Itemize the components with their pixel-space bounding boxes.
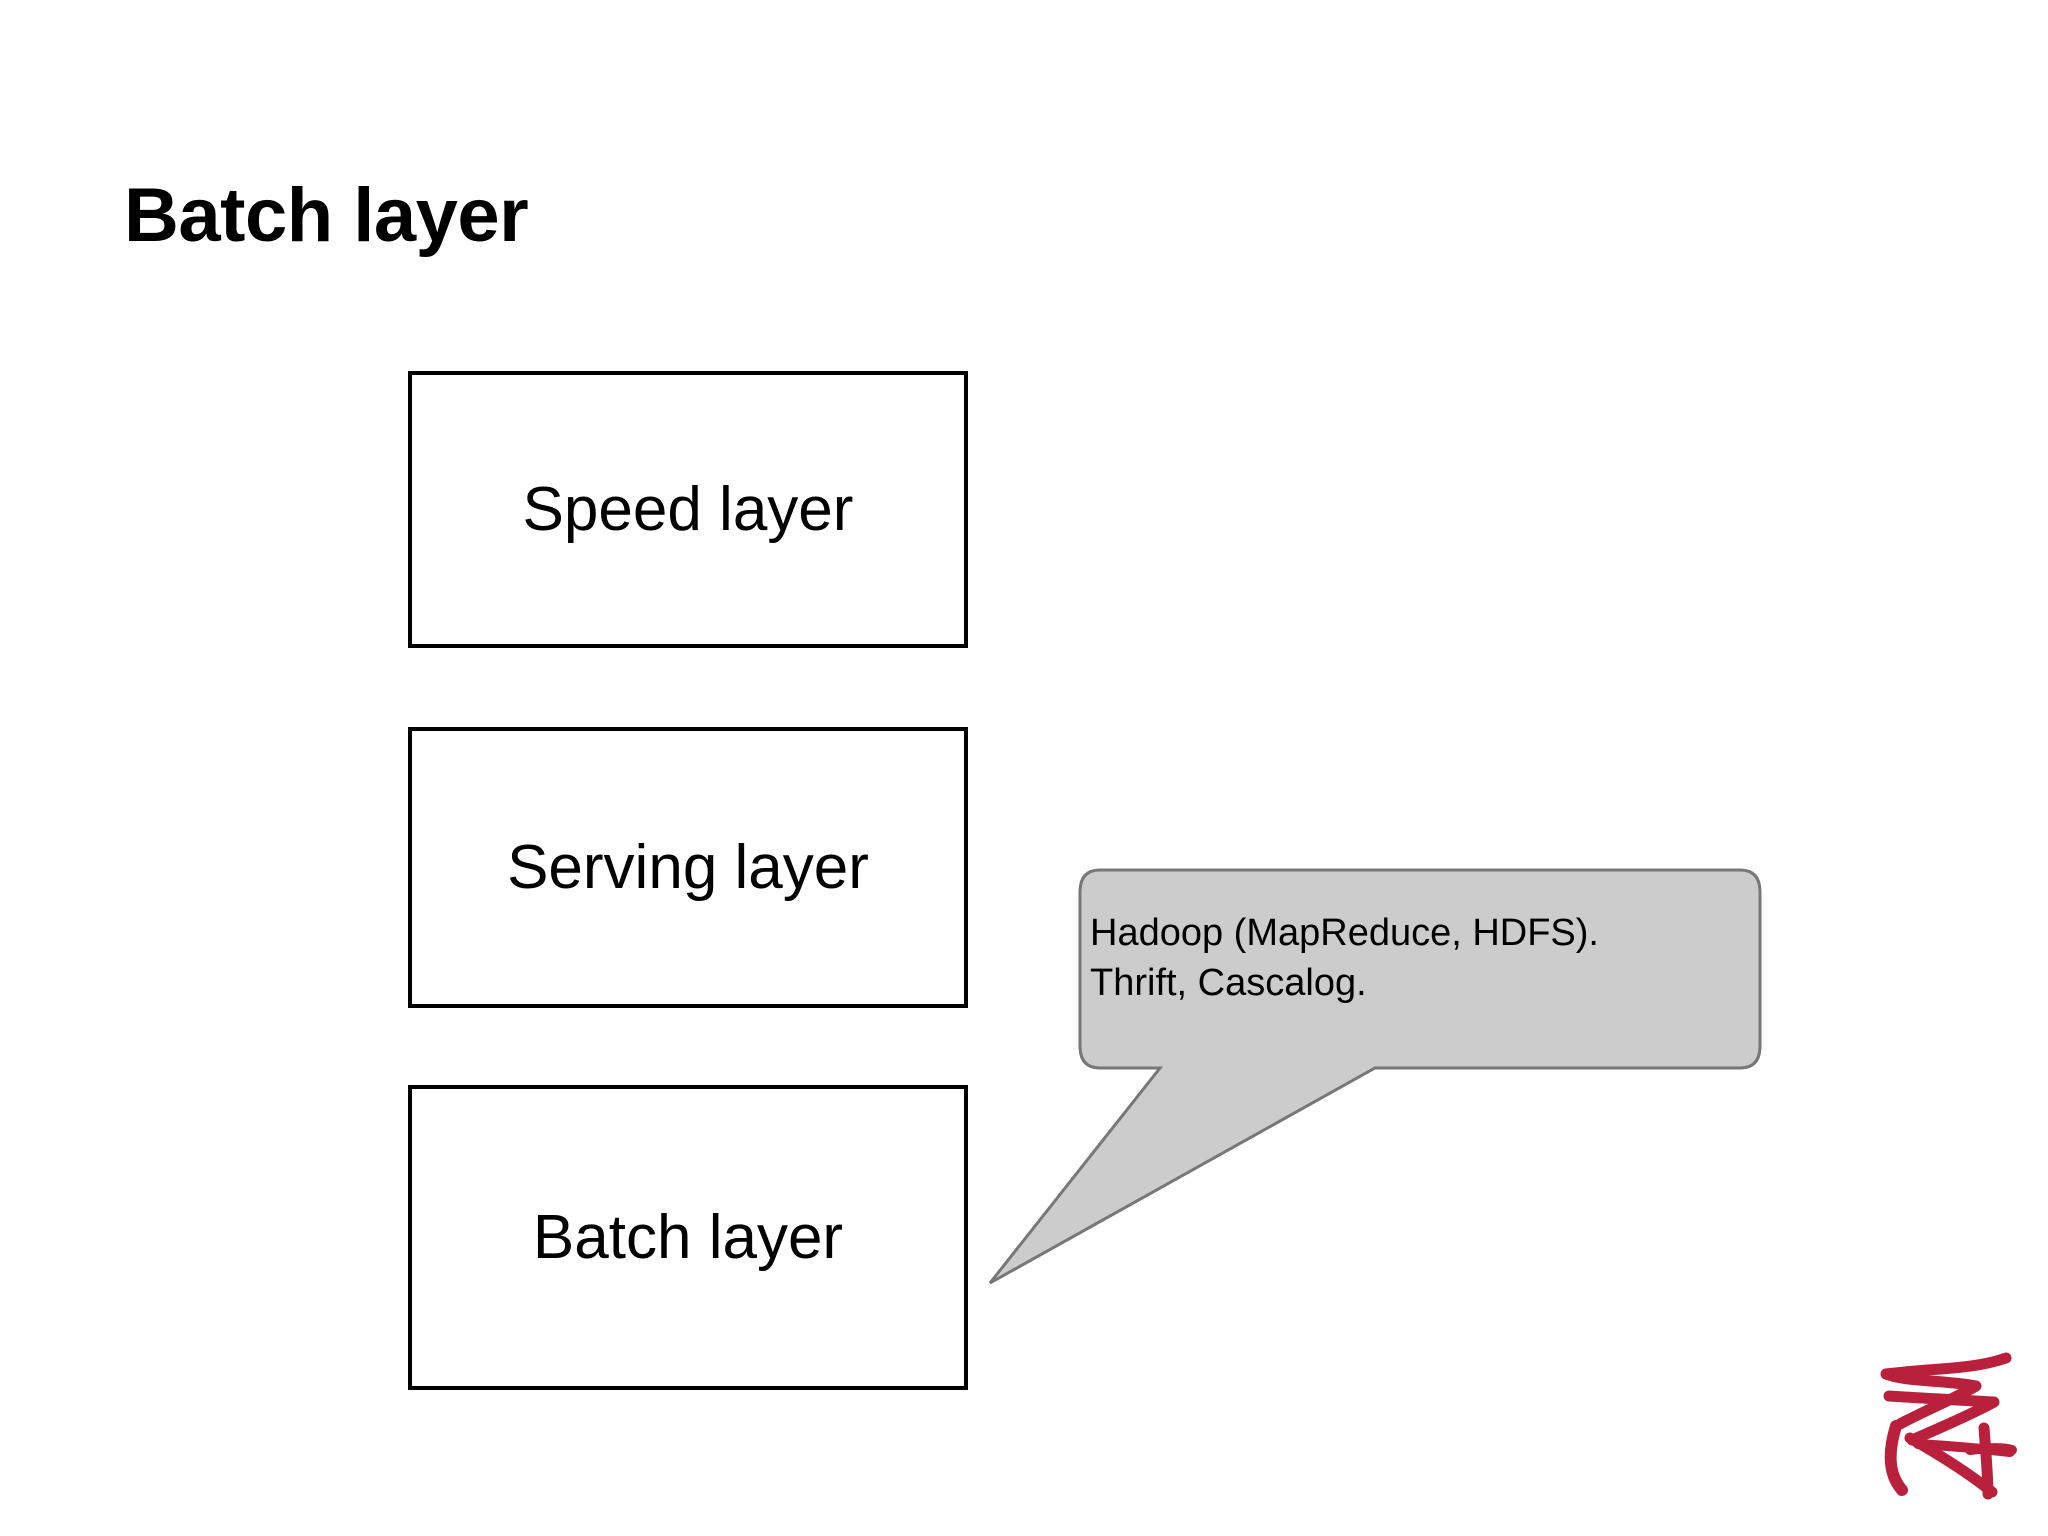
zk-signature-logo	[1872, 1352, 2047, 1532]
layer-box-batch[interactable]: Batch layer	[408, 1085, 968, 1390]
signature-mark-icon	[1880, 1352, 2017, 1500]
layer-box-serving[interactable]: Serving layer	[408, 727, 968, 1008]
callout-bubble-shape	[988, 868, 1762, 1285]
layer-box-batch-label: Batch layer	[532, 1202, 844, 1272]
layer-box-speed-label: Speed layer	[522, 474, 854, 544]
page-title: Batch layer	[124, 173, 529, 258]
callout-bubble-text: Hadoop (MapReduce, HDFS). Thrift, Cascal…	[1090, 912, 1599, 1005]
callout-bubble: Hadoop (MapReduce, HDFS). Thrift, Cascal…	[960, 860, 1780, 1300]
layer-box-serving-label: Serving layer	[507, 832, 869, 902]
layer-box-speed[interactable]: Speed layer	[408, 371, 968, 648]
